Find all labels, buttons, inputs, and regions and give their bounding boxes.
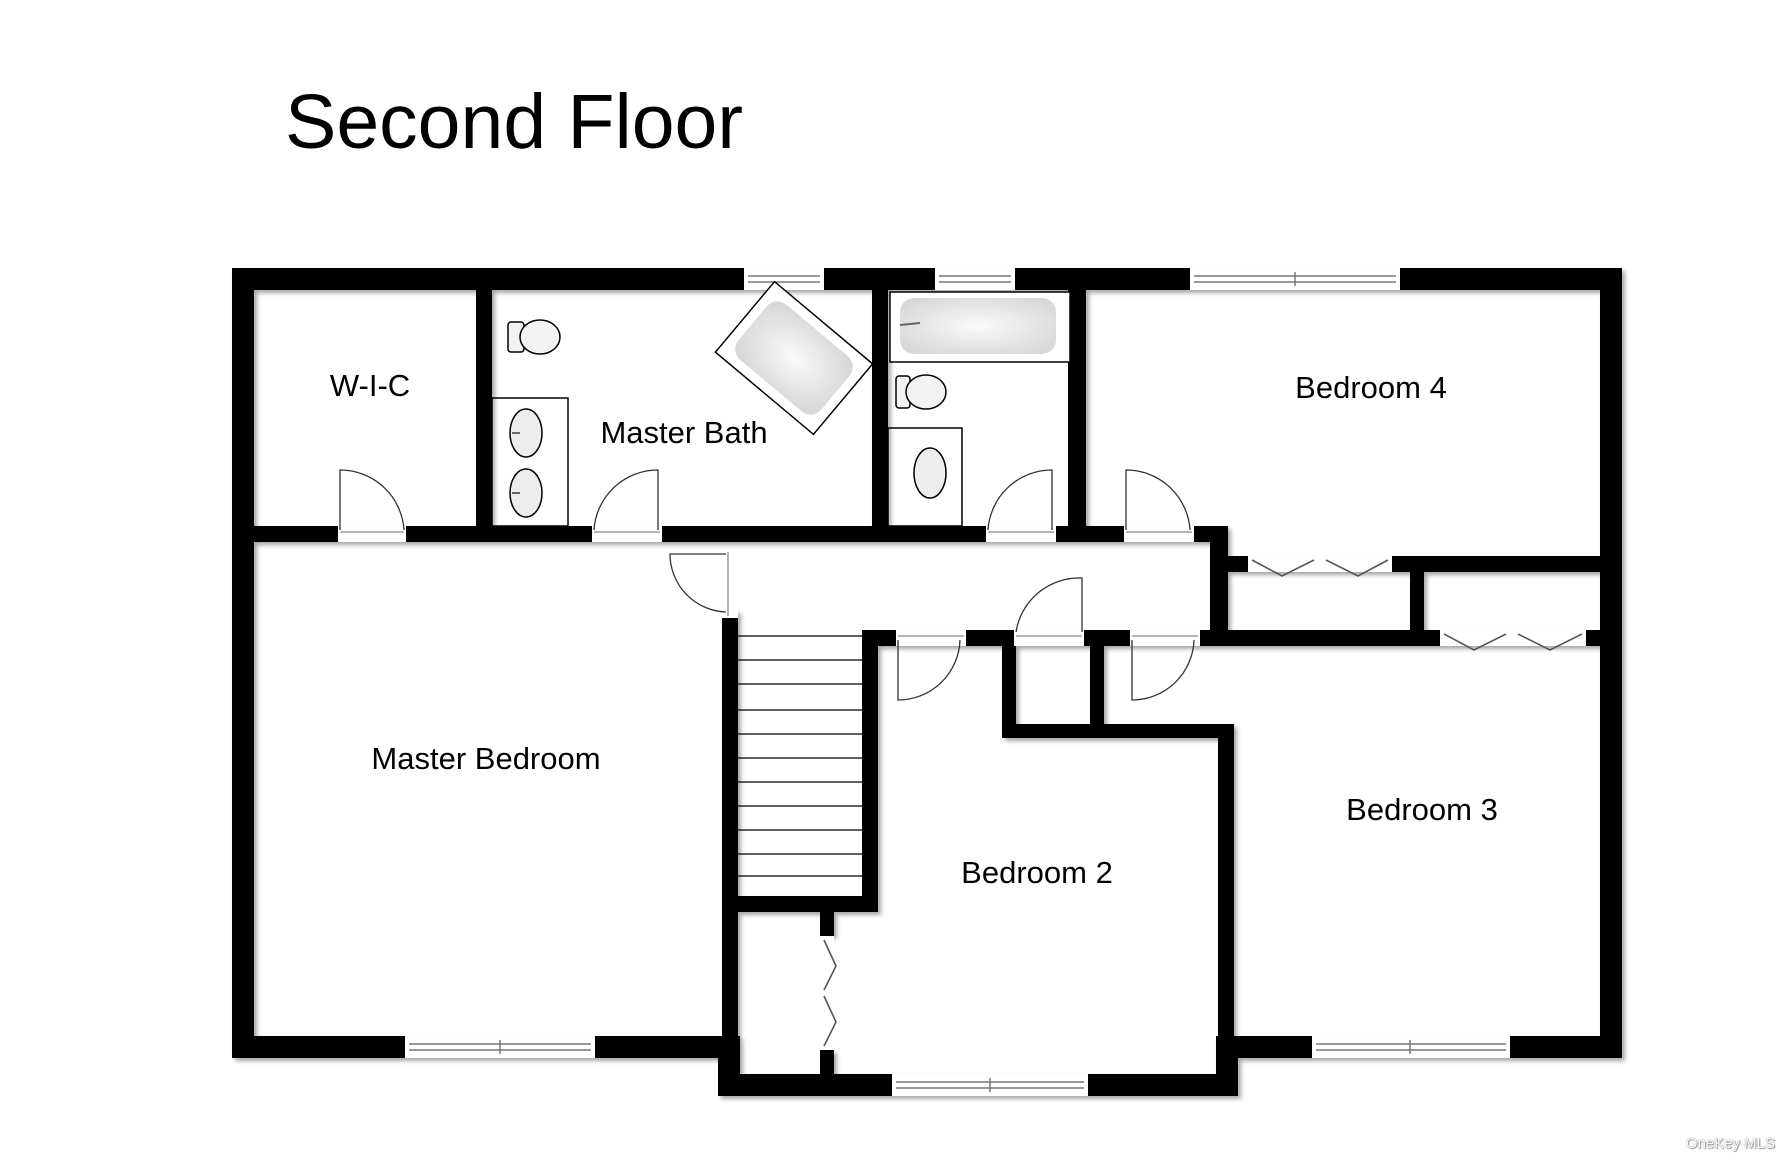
door-bedroom-3	[1130, 630, 1200, 701]
door-bedroom-4	[1124, 469, 1194, 542]
watermark: OneKey MLS	[1685, 1135, 1775, 1152]
door-hall-closet	[1014, 577, 1084, 646]
bifold-bedroom-4-closet	[1248, 556, 1392, 577]
window-master-bedroom	[405, 1036, 595, 1058]
window-master-bath	[744, 268, 824, 290]
room-label-bedroom-3: Bedroom 3	[1346, 792, 1498, 827]
corner-tub-icon	[714, 280, 874, 436]
room-label-master-bath: Master Bath	[600, 415, 767, 450]
sink-icon	[887, 427, 963, 527]
bifold-doors	[820, 556, 1586, 1050]
bifold-bedroom-2-closet	[820, 936, 837, 1050]
doors	[338, 469, 1200, 701]
toilet-icon	[895, 374, 947, 410]
floor-title: Second Floor	[285, 79, 743, 165]
master-bath-fixtures	[491, 280, 874, 527]
room-label-master-bedroom: Master Bedroom	[371, 741, 600, 776]
toilet-icon	[507, 319, 561, 355]
door-master-bedroom	[669, 550, 738, 618]
window-bath-2	[935, 268, 1015, 290]
window-bedroom-2	[892, 1074, 1088, 1096]
bath-2-fixtures	[887, 291, 1071, 527]
bifold-bedroom-3-closet	[1440, 630, 1586, 651]
vanity-double-sink-icon	[491, 397, 569, 527]
room-label-bedroom-4: Bedroom 4	[1295, 370, 1447, 405]
door-wic	[338, 469, 406, 542]
door-bath-2	[986, 469, 1056, 542]
staircase	[738, 635, 862, 877]
door-master-bath	[592, 469, 662, 542]
door-bedroom-2	[896, 630, 966, 701]
room-label-bedroom-2: Bedroom 2	[961, 855, 1113, 890]
window-bedroom-4	[1190, 268, 1400, 290]
room-label-wic: W-I-C	[330, 368, 410, 403]
bathtub-icon	[889, 291, 1071, 363]
window-bedroom-3	[1312, 1036, 1510, 1058]
windows	[405, 268, 1510, 1096]
